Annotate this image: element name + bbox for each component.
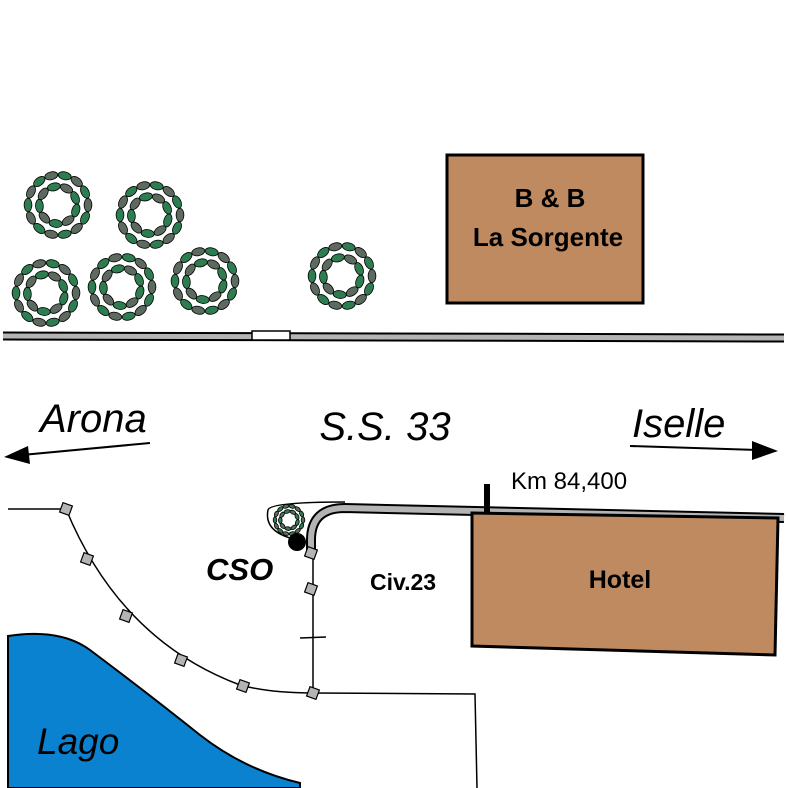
tree-group bbox=[11, 171, 377, 327]
km-label: Km 84,400 bbox=[511, 468, 627, 495]
lake-shape bbox=[7, 632, 301, 788]
arrow-right-head bbox=[752, 441, 778, 460]
hotel-rect bbox=[470, 511, 780, 657]
tree-icon bbox=[115, 181, 185, 249]
manhole-marker bbox=[305, 685, 321, 701]
tree-icon bbox=[170, 247, 240, 315]
bnb-name: La Sorgente bbox=[473, 222, 623, 252]
road-edge-south bbox=[266, 501, 785, 553]
direction-left-label: Arona bbox=[38, 397, 147, 441]
property-line bbox=[312, 692, 478, 788]
manhole-marker bbox=[303, 545, 319, 561]
km-post bbox=[484, 484, 490, 517]
direction-left: Arona bbox=[4, 397, 151, 464]
km-marker: Km 84,400 bbox=[484, 468, 627, 517]
bnb-building: B & B La Sorgente bbox=[445, 153, 645, 305]
manhole-marker bbox=[303, 581, 319, 597]
manhole-marker bbox=[79, 551, 95, 567]
pipeline bbox=[8, 501, 478, 788]
lake-label: Lago bbox=[37, 721, 119, 762]
hotel-building: Hotel bbox=[470, 511, 780, 657]
tree-icon bbox=[307, 242, 377, 310]
manhole-marker bbox=[235, 678, 251, 694]
tree-icon bbox=[272, 504, 306, 536]
bnb-title: B & B bbox=[515, 183, 586, 213]
hotel-label: Hotel bbox=[589, 566, 652, 594]
point-marker-icon bbox=[288, 533, 306, 551]
manhole-marker bbox=[58, 501, 74, 517]
manhole-marker bbox=[173, 652, 189, 668]
cso-label: CSO bbox=[206, 552, 273, 587]
lake: Lago bbox=[7, 632, 301, 788]
pipeline-tick bbox=[299, 636, 327, 639]
civic-number: Civ.23 bbox=[370, 569, 436, 595]
arrow-right-icon bbox=[629, 445, 759, 451]
road-gap bbox=[251, 330, 291, 341]
tree-icon bbox=[87, 253, 157, 321]
cso-site: CSO bbox=[206, 504, 306, 587]
tree-icon bbox=[11, 259, 81, 327]
direction-right: Iselle bbox=[629, 402, 778, 460]
direction-right-label: Iselle bbox=[632, 402, 725, 446]
manhole-marker bbox=[118, 608, 134, 624]
bnb-rect bbox=[445, 153, 645, 305]
road-edge-north bbox=[2, 330, 785, 343]
road-name: S.S. 33 bbox=[319, 405, 450, 449]
arrow-left-icon bbox=[21, 442, 151, 456]
tree-icon bbox=[23, 171, 93, 239]
arrow-left-head bbox=[4, 446, 30, 464]
